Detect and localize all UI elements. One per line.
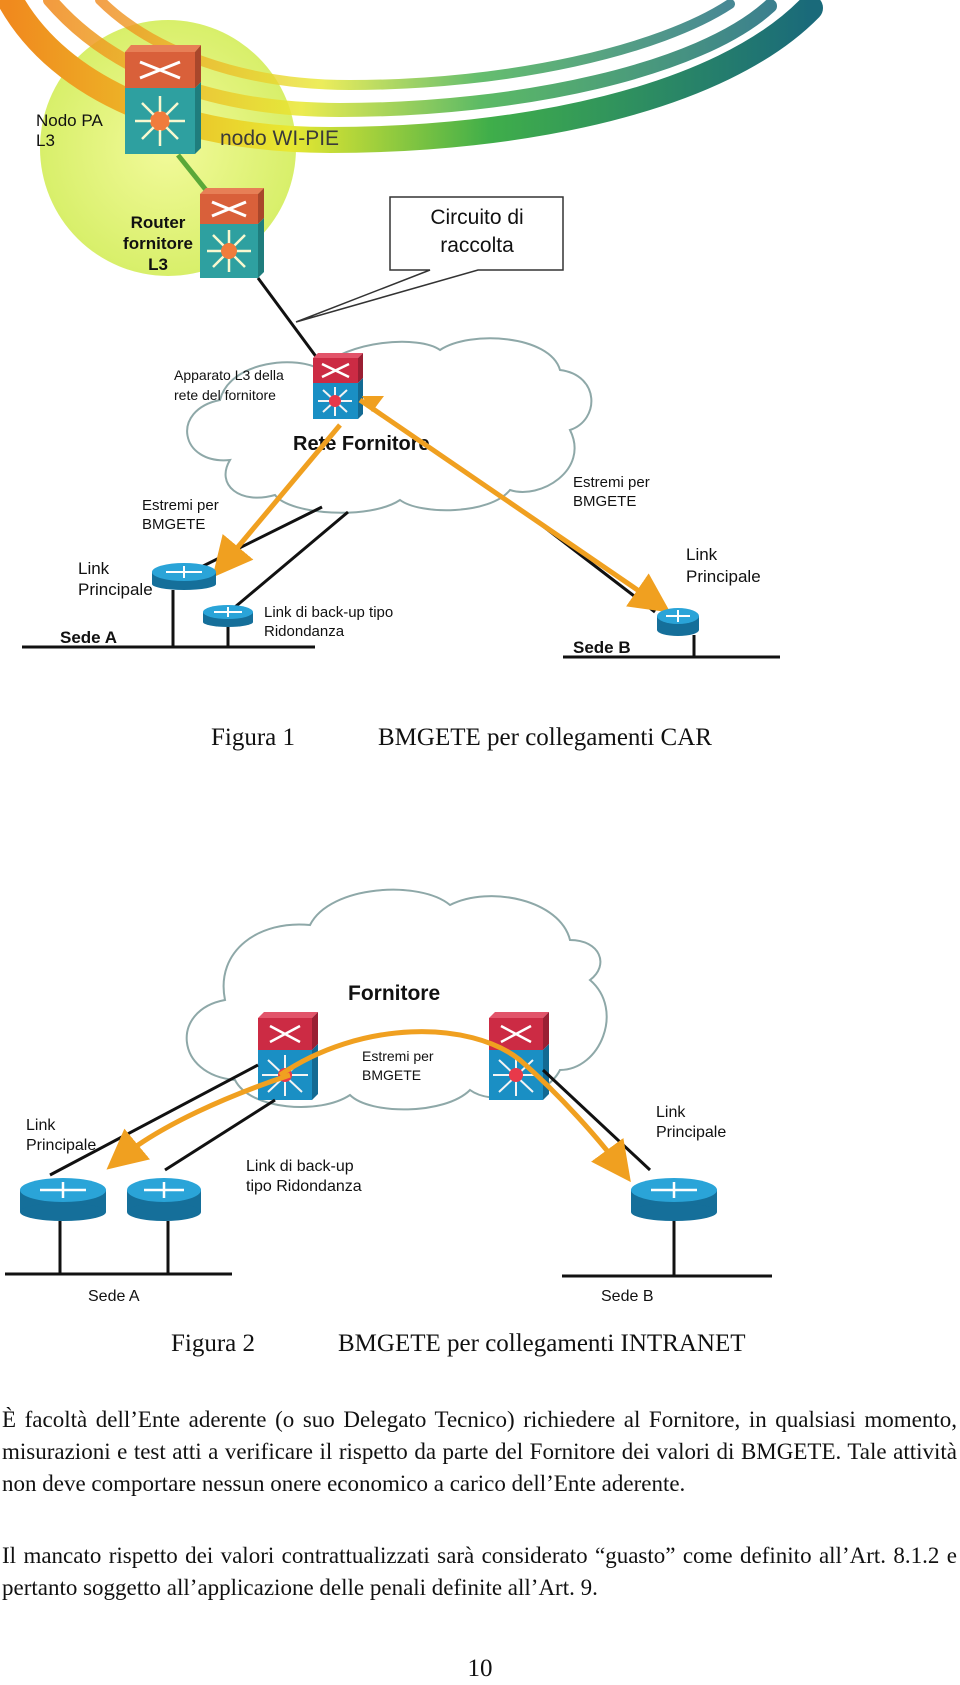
switch-icon — [313, 353, 363, 419]
backup-label-2: tipo Ridondanza — [246, 1178, 362, 1195]
body-paragraph-1: È facoltà dell’Ente aderente (o suo Dele… — [2, 1407, 957, 1496]
estremi-left-label: Estremi per — [142, 497, 219, 514]
link-left-label-2: Principale — [78, 580, 153, 599]
router-icon — [20, 1178, 106, 1221]
link-left-label-2: Principale — [26, 1137, 96, 1154]
link-right-label-2: Principale — [686, 567, 761, 586]
apparato-label: Apparato L3 della — [174, 367, 284, 383]
switch-icon — [258, 1012, 318, 1100]
switch-icon — [200, 188, 264, 278]
link-left-label: Link — [26, 1117, 56, 1134]
sede-b-label: Sede B — [601, 1288, 654, 1305]
bmgete-arrow — [106, 1072, 291, 1170]
link-right-label-2: Principale — [656, 1124, 726, 1141]
estremi-label: Estremi per — [362, 1048, 434, 1064]
router-icon — [657, 608, 699, 636]
svg-text:raccolta: raccolta — [440, 234, 514, 257]
provider-cloud — [186, 337, 593, 514]
router-icon — [152, 563, 216, 590]
bmgete-arrow — [212, 423, 342, 578]
sede-a-label: Sede A — [88, 1288, 140, 1305]
bmgete-arrowhead — [362, 396, 384, 412]
backup-label-2: Ridondanza — [264, 623, 345, 640]
link-right-label: Link — [656, 1104, 686, 1121]
router-icon — [127, 1178, 201, 1221]
figure-1-title: BMGETE per collegamenti CAR — [378, 724, 712, 751]
estremi-right-label: Estremi per — [573, 474, 650, 491]
router-fornitore-label-3: L3 — [148, 255, 168, 274]
apparato-label-2: rete del fornitore — [174, 387, 276, 403]
nodo-pa-label-2: L3 — [36, 131, 55, 150]
estremi-label-2: BMGETE — [362, 1067, 421, 1083]
nodo-wipie-label: nodo WI-PIE — [220, 127, 339, 150]
collection-circuit-line — [256, 277, 322, 363]
bmgete-arrow — [358, 397, 671, 613]
figure-1-diagram: Nodo PA L3 nodo WI-PIE Router fornitore … — [0, 0, 823, 659]
router-icon — [203, 605, 253, 627]
switch-icon — [489, 1012, 549, 1100]
router-fornitore-label: Router — [131, 213, 186, 232]
router-icon — [631, 1178, 717, 1221]
svg-text:Circuito di: Circuito di — [430, 206, 523, 229]
circuito-callout: Circuito di raccolta — [295, 196, 564, 323]
bmgete-arrow — [278, 1029, 631, 1183]
nodo-pa-label: Nodo PA — [36, 111, 103, 130]
uplink-line — [176, 153, 212, 197]
figure-2-diagram: Fornitore Estremi per BMGETE — [5, 888, 772, 1278]
fornitore-label: Fornitore — [348, 982, 440, 1005]
figure-2-title: BMGETE per collegamenti INTRANET — [338, 1330, 746, 1357]
sede-b-label: Sede B — [573, 638, 631, 657]
figure-2-number: Figura 2 — [171, 1330, 256, 1357]
link-right-label: Link — [686, 545, 718, 564]
body-paragraph-2: Il mancato rispetto dei valori contrattu… — [2, 1543, 957, 1600]
estremi-right-label-2: BMGETE — [573, 493, 636, 510]
sede-a-label: Sede A — [60, 628, 117, 647]
estremi-left-label-2: BMGETE — [142, 516, 205, 533]
page-number: 10 — [467, 1655, 493, 1682]
figure-1-number: Figura 1 — [211, 724, 296, 751]
switch-icon — [125, 45, 201, 154]
router-fornitore-label-2: fornitore — [123, 234, 193, 253]
backup-label: Link di back-up — [246, 1158, 354, 1175]
backup-label: Link di back-up tipo — [264, 604, 393, 621]
link-left-label: Link — [78, 559, 110, 578]
